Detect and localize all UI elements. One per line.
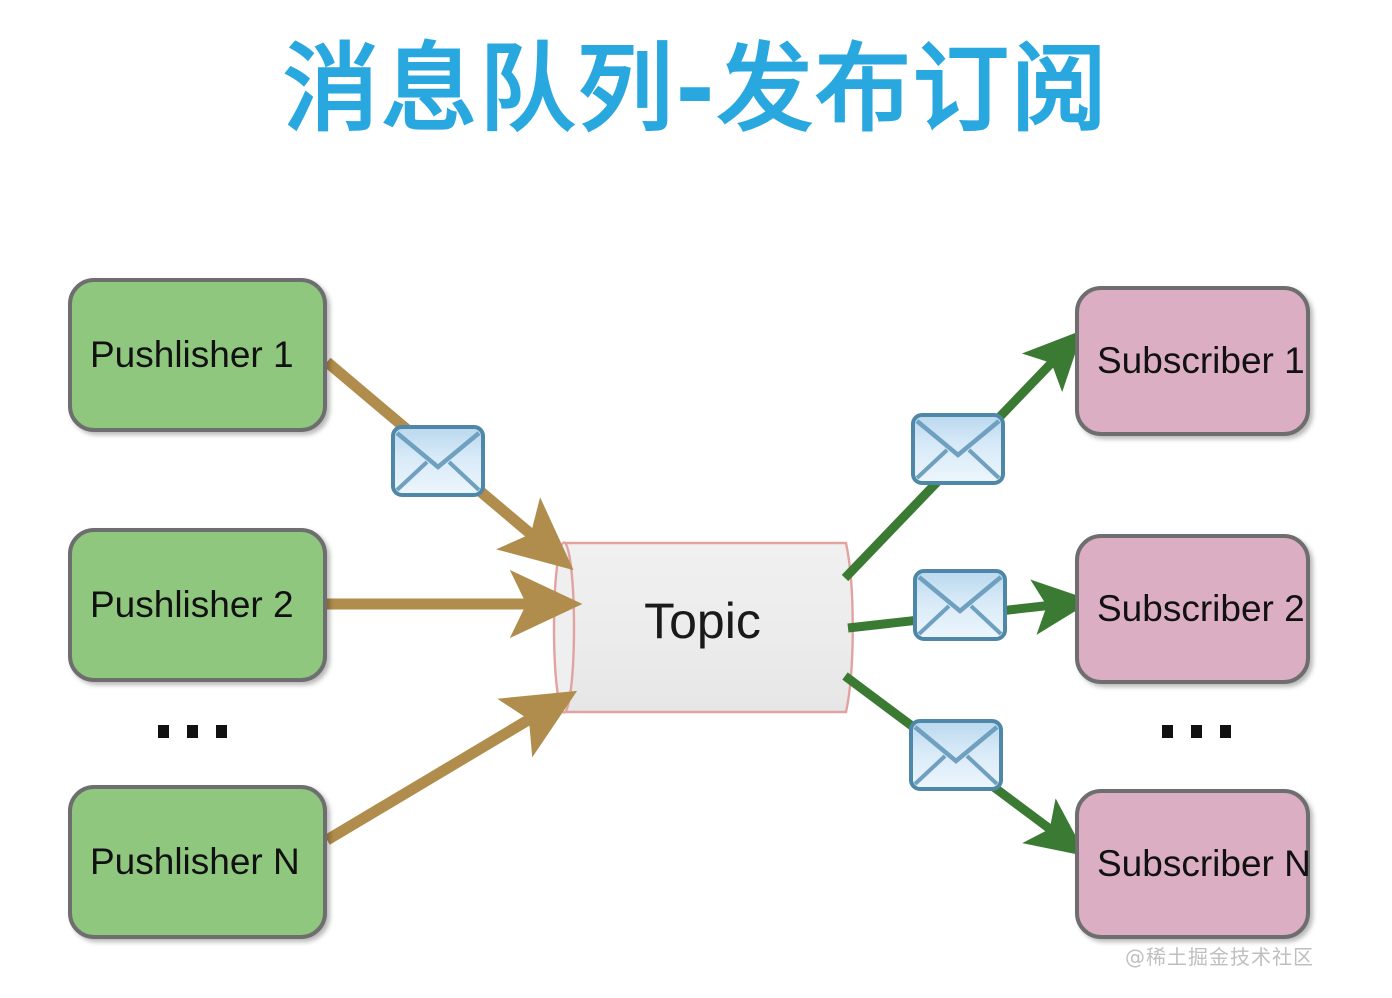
watermark: @稀土掘金技术社区 [1125, 945, 1314, 969]
ellipsis-dot [1191, 725, 1202, 738]
topic-label: Topic [644, 593, 761, 649]
node-subscriber-2[interactable]: Subscriber 2 [1075, 534, 1310, 684]
ellipsis-dot [187, 725, 198, 738]
message-envelope-subscribe-2 [912, 568, 1008, 642]
ellipsis-dot [216, 725, 227, 738]
node-publisher-1[interactable]: Pushlisher 1 [68, 278, 327, 432]
message-envelope-subscribe-1 [910, 412, 1006, 486]
message-envelope-subscribe-3 [908, 718, 1004, 792]
message-envelope-publish-1 [390, 424, 486, 498]
node-subscriber-2-label: Subscriber 2 [1097, 588, 1305, 629]
node-publisher-n-label: Pushlisher N [90, 841, 300, 882]
node-subscriber-1-label: Subscriber 1 [1097, 340, 1305, 381]
ellipsis-dot [158, 725, 169, 738]
node-publisher-n[interactable]: Pushlisher N [68, 785, 327, 939]
node-subscriber-1[interactable]: Subscriber 1 [1075, 286, 1310, 436]
node-subscriber-n-label: Subscriber N [1097, 843, 1311, 884]
ellipsis-dot [1220, 725, 1231, 738]
subscriber-ellipsis [1162, 725, 1231, 738]
ellipsis-dot [1162, 725, 1173, 738]
node-publisher-1-label: Pushlisher 1 [90, 334, 294, 375]
publisher-ellipsis [158, 725, 227, 738]
node-subscriber-n[interactable]: Subscriber N [1075, 789, 1311, 939]
node-publisher-2[interactable]: Pushlisher 2 [68, 528, 327, 682]
node-publisher-2-label: Pushlisher 2 [90, 584, 294, 625]
edge-publisherN-topic [324, 690, 578, 845]
page-title: 消息队列-发布订阅 [283, 33, 1109, 145]
